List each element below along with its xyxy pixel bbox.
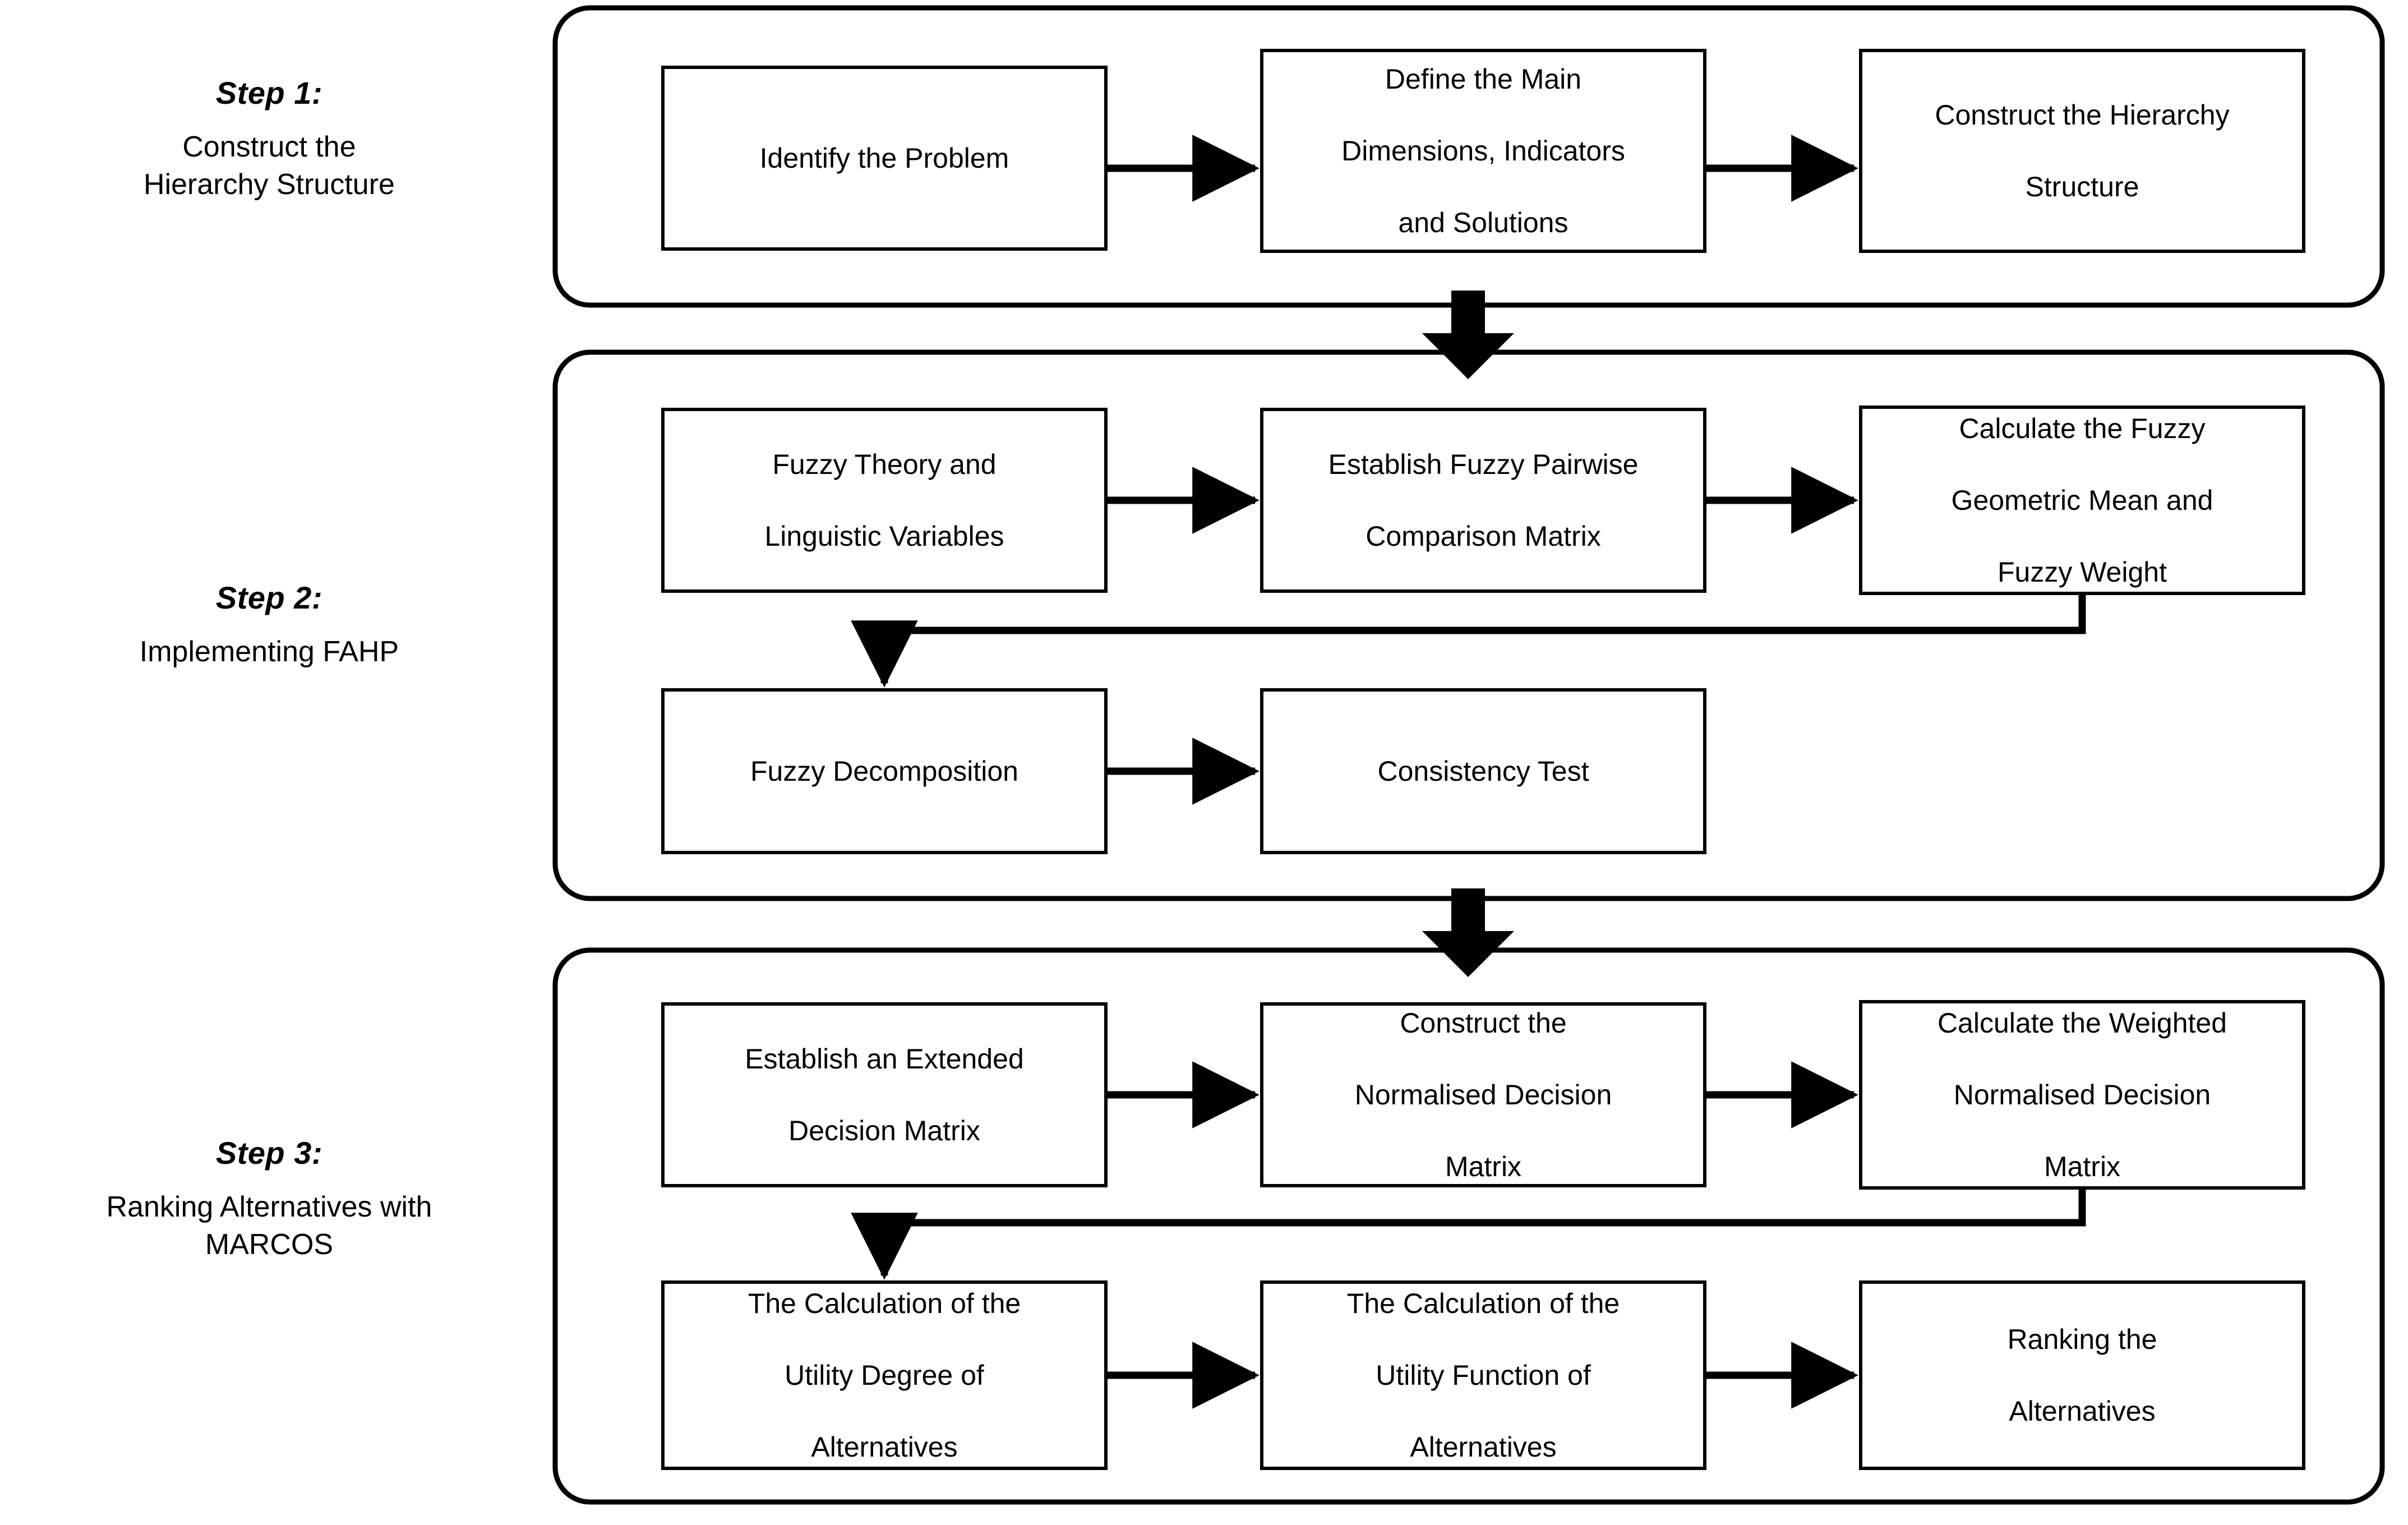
elbow-arrow-weighted-to-utility-degree bbox=[851, 1188, 2086, 1280]
node-box-construct-normalised-decision-matrix[interactable] bbox=[1260, 1002, 1706, 1187]
step-3-description-line-1: Ranking Alternatives with bbox=[106, 1190, 432, 1223]
node-fuzzy-theory-linguistic-variables[interactable]: Fuzzy Theory and Linguistic Variables bbox=[663, 409, 1106, 591]
node-construct-hierarchy-structure[interactable]: Construct the Hierarchy Structure bbox=[1861, 50, 2304, 251]
node-line: Structure bbox=[2025, 171, 2139, 202]
node-line: Construct the Hierarchy bbox=[1935, 99, 2230, 131]
step-3-title: Step 3: bbox=[215, 1135, 323, 1171]
node-text: Fuzzy Decomposition bbox=[750, 753, 1018, 789]
node-line: Utility Degree of bbox=[785, 1360, 984, 1391]
node-text: Calculate the Weighted Normalised Decisi… bbox=[1938, 1005, 2227, 1185]
node-line: Identify the Problem bbox=[759, 142, 1009, 174]
node-line: Define the Main bbox=[1385, 63, 1582, 95]
node-box-calculate-fuzzy-geometric-mean[interactable] bbox=[1859, 406, 2305, 595]
node-text: The Calculation of the Utility Function … bbox=[1347, 1286, 1620, 1465]
node-box-ranking-the-alternatives[interactable] bbox=[1859, 1280, 2305, 1470]
node-line: Establish Fuzzy Pairwise bbox=[1328, 449, 1639, 480]
node-line: Alternatives bbox=[811, 1431, 958, 1463]
node-text: The Calculation of the Utility Degree of… bbox=[748, 1286, 1021, 1465]
block-arrow-step1-to-step2 bbox=[1422, 291, 1514, 379]
node-establish-fuzzy-pairwise-comparison-matrix[interactable]: Establish Fuzzy Pairwise Comparison Matr… bbox=[1262, 409, 1705, 591]
step-1-description-line-2: Hierarchy Structure bbox=[144, 168, 395, 201]
node-line: Dimensions, Indicators bbox=[1341, 135, 1625, 167]
node-box-establish-fuzzy-pairwise-comparison-matrix[interactable] bbox=[1260, 408, 1706, 593]
step-1-description: Construct the Hierarchy Structure bbox=[34, 128, 505, 204]
node-consistency-test[interactable]: Consistency Test bbox=[1262, 690, 1705, 853]
node-line: Consistency Test bbox=[1377, 755, 1589, 787]
node-line: Calculate the Weighted bbox=[1937, 1007, 2227, 1039]
node-ranking-the-alternatives[interactable]: Ranking the Alternatives bbox=[1861, 1282, 2304, 1468]
node-line: Decision Matrix bbox=[788, 1115, 980, 1146]
node-line: Alternatives bbox=[1410, 1431, 1557, 1463]
node-calculation-utility-degree-alternatives[interactable]: The Calculation of the Utility Degree of… bbox=[663, 1282, 1106, 1468]
node-fuzzy-decomposition[interactable]: Fuzzy Decomposition bbox=[663, 690, 1106, 853]
node-box-consistency-test[interactable] bbox=[1260, 688, 1706, 854]
node-line: Fuzzy Theory and bbox=[772, 449, 997, 480]
elbow-arrow-geomean-to-decomposition bbox=[851, 593, 2086, 688]
node-line: Normalised Decision bbox=[1354, 1079, 1612, 1111]
node-calculate-fuzzy-geometric-mean[interactable]: Calculate the Fuzzy Geometric Mean and F… bbox=[1861, 407, 2304, 593]
node-line: Matrix bbox=[2043, 1151, 2121, 1182]
step-label-step-3: Step 3: Ranking Alternatives with MARCOS bbox=[22, 1133, 516, 1264]
step-2-title: Step 2: bbox=[215, 580, 323, 615]
step-1-description-line-1: Construct the bbox=[182, 130, 356, 163]
node-box-calculation-utility-function-alternatives[interactable] bbox=[1260, 1280, 1706, 1470]
node-text: Construct the Hierarchy Structure bbox=[1935, 97, 2229, 205]
node-text: Fuzzy Theory and Linguistic Variables bbox=[764, 446, 1004, 554]
node-identify-the-problem[interactable]: Identify the Problem bbox=[663, 67, 1106, 249]
step-3-description-line-2: MARCOS bbox=[205, 1228, 334, 1261]
node-text: Identify the Problem bbox=[760, 140, 1009, 176]
node-line: The Calculation of the bbox=[1346, 1288, 1620, 1319]
node-calculate-weighted-normalised-decision-matrix[interactable]: Calculate the Weighted Normalised Decisi… bbox=[1861, 1002, 2304, 1188]
node-text: Calculate the Fuzzy Geometric Mean and F… bbox=[1952, 411, 2213, 590]
step-1-title: Step 1: bbox=[215, 75, 323, 110]
node-line: Comparison Matrix bbox=[1366, 520, 1601, 552]
node-text: Establish an Extended Decision Matrix bbox=[745, 1041, 1024, 1149]
node-establish-extended-decision-matrix[interactable]: Establish an Extended Decision Matrix bbox=[663, 1004, 1106, 1186]
node-text: Establish Fuzzy Pairwise Comparison Matr… bbox=[1328, 446, 1639, 554]
node-line: Ranking the bbox=[2007, 1324, 2157, 1355]
step-2-description: Implementing FAHP bbox=[34, 633, 505, 671]
node-line: Geometric Mean and bbox=[1951, 485, 2213, 516]
step-2-description-line-1: Implementing FAHP bbox=[139, 635, 399, 668]
node-line: Calculate the Fuzzy bbox=[1959, 413, 2206, 444]
node-line: Utility Function of bbox=[1376, 1360, 1591, 1391]
step-label-step-1: Step 1: Construct the Hierarchy Structur… bbox=[34, 73, 505, 204]
node-box-define-main-dimensions[interactable] bbox=[1260, 49, 1706, 253]
node-line: Normalised Decision bbox=[1953, 1079, 2211, 1111]
node-box-identify-the-problem[interactable] bbox=[661, 66, 1108, 251]
node-text: Consistency Test bbox=[1377, 753, 1589, 789]
node-line: Matrix bbox=[1445, 1151, 1522, 1182]
node-line: Alternatives bbox=[2009, 1395, 2156, 1427]
node-text: Define the Main Dimensions, Indicators a… bbox=[1341, 61, 1625, 241]
node-box-establish-extended-decision-matrix[interactable] bbox=[661, 1002, 1108, 1187]
node-line: Establish an Extended bbox=[745, 1043, 1024, 1075]
node-line: Linguistic Variables bbox=[764, 520, 1004, 552]
node-box-fuzzy-decomposition[interactable] bbox=[661, 688, 1108, 854]
node-line: Fuzzy Weight bbox=[1998, 556, 2167, 588]
step-3-description: Ranking Alternatives with MARCOS bbox=[22, 1188, 516, 1264]
node-box-construct-hierarchy-structure[interactable] bbox=[1859, 49, 2305, 253]
step-label-step-2: Step 2: Implementing FAHP bbox=[34, 578, 505, 671]
group-container-step-3 bbox=[552, 947, 2385, 1505]
node-box-fuzzy-theory-linguistic-variables[interactable] bbox=[661, 408, 1108, 593]
node-line: Fuzzy Decomposition bbox=[750, 755, 1018, 787]
node-line: Construct the bbox=[1400, 1007, 1567, 1039]
node-calculation-utility-function-alternatives[interactable]: The Calculation of the Utility Function … bbox=[1262, 1282, 1705, 1468]
node-define-main-dimensions[interactable]: Define the Main Dimensions, Indicators a… bbox=[1262, 50, 1705, 251]
node-construct-normalised-decision-matrix[interactable]: Construct the Normalised Decision Matrix bbox=[1262, 1004, 1705, 1186]
node-box-calculate-weighted-normalised-decision-matrix[interactable] bbox=[1859, 1000, 2305, 1190]
node-box-calculation-utility-degree-alternatives[interactable] bbox=[661, 1280, 1108, 1470]
node-text: Construct the Normalised Decision Matrix bbox=[1355, 1005, 1612, 1185]
node-line: The Calculation of the bbox=[748, 1288, 1021, 1319]
node-line: and Solutions bbox=[1398, 207, 1569, 238]
node-text: Ranking the Alternatives bbox=[2008, 1321, 2157, 1429]
block-arrow-step2-to-step3 bbox=[1422, 888, 1514, 977]
